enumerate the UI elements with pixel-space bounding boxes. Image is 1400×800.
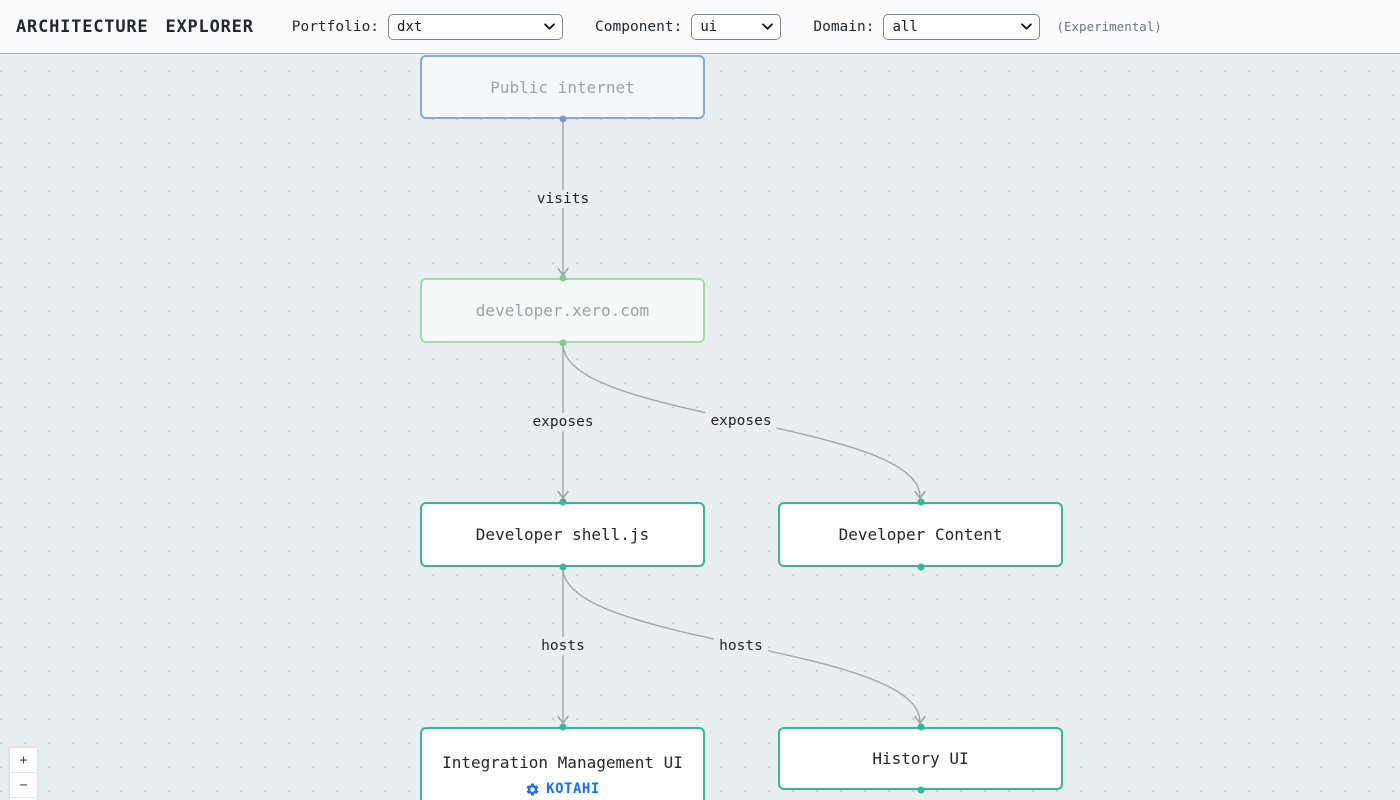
domain-label: Domain: (813, 18, 875, 35)
domain-select[interactable]: all (883, 13, 1041, 40)
zoom-out-button[interactable]: − (10, 773, 37, 798)
kotahi-badge: KOTAHI (525, 781, 600, 797)
filter-domain: Domain: all (813, 13, 1041, 40)
node-label: Integration Management UI (442, 753, 683, 772)
component-label: Component: (595, 18, 683, 35)
portfolio-label: Portfolio: (291, 18, 380, 35)
node-developer-xero-com[interactable]: developer.xero.com (420, 274, 705, 347)
flow-controls: + − (10, 748, 37, 800)
node-public-internet[interactable]: Public internet (420, 55, 705, 123)
handle-top[interactable] (917, 723, 924, 731)
zoom-in-button[interactable]: + (10, 748, 37, 773)
node-label: Public internet (490, 77, 635, 97)
handle-top[interactable] (559, 498, 566, 506)
edge-label-hosts-history: hosts (714, 637, 768, 655)
node-developer-shell-js[interactable]: Developer shell.js (420, 498, 705, 571)
handle-bottom[interactable] (559, 339, 566, 347)
page-title: ARCHITECTURE EXPLORER (16, 16, 254, 37)
gear-icon (526, 783, 539, 795)
minus-icon: − (19, 777, 28, 793)
node-developer-content[interactable]: Developer Content (778, 498, 1063, 571)
handle-bottom[interactable] (917, 563, 924, 571)
component-select[interactable]: ui (691, 13, 782, 40)
node-label: developer.xero.com (475, 301, 650, 320)
edge-label-hosts-imui: hosts (536, 637, 590, 655)
header: ARCHITECTURE EXPLORER Portfolio: dxt Com… (0, 0, 1400, 54)
handle-top[interactable] (917, 498, 924, 506)
handle-bottom[interactable] (559, 115, 566, 123)
node-label: Developer Content (838, 525, 1003, 544)
edge-label-exposes-shell: exposes (527, 413, 599, 431)
node-history-ui[interactable]: History UI (778, 723, 1063, 794)
node-label: Developer shell.js (475, 525, 650, 544)
edge-label-exposes-content: exposes (705, 412, 777, 430)
plus-icon: + (19, 752, 28, 768)
handle-top[interactable] (559, 274, 566, 282)
filter-portfolio: Portfolio: dxt (291, 13, 564, 40)
filter-component: Component: ui (595, 13, 782, 40)
handle-top[interactable] (559, 723, 566, 731)
portfolio-select[interactable]: dxt (388, 13, 564, 40)
node-integration-management-ui[interactable]: Integration Management UI KOTAHI (420, 723, 705, 800)
node-label: History UI (872, 749, 969, 768)
kotahi-badge-label: KOTAHI (546, 781, 600, 797)
edge-label-visits: visits (531, 190, 595, 208)
handle-bottom[interactable] (917, 786, 924, 794)
fit-view-button[interactable] (10, 798, 37, 800)
experimental-label: (Experimental) (1056, 19, 1162, 34)
handle-bottom[interactable] (559, 563, 566, 571)
